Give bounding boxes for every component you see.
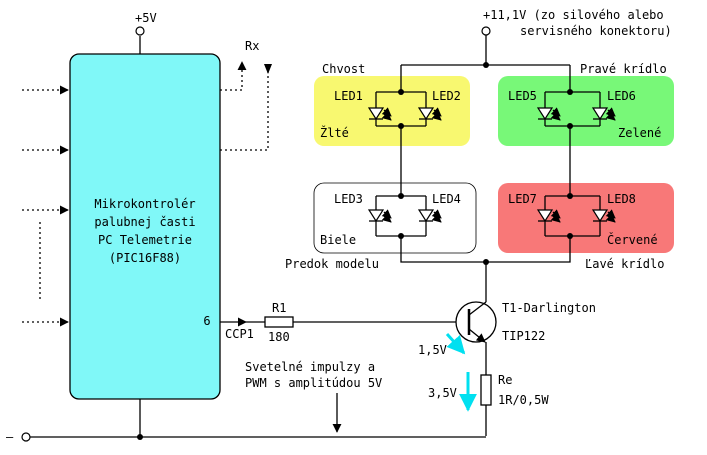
resistor-r1-name: R1 (272, 301, 286, 315)
supply-11v-terminal (481, 26, 491, 36)
mcu-label-2: palubnej časti (94, 215, 195, 229)
group-right-wing-title: Pravé krídlo (580, 62, 667, 76)
resistor-re (480, 374, 492, 406)
voltage-be-arrow (445, 332, 466, 355)
transistor-part: TIP122 (502, 329, 545, 343)
group-front-title: Predok modelu (285, 257, 379, 271)
supply-5v-terminal (135, 26, 145, 36)
mcu-label-4: (PIC16F88) (109, 251, 181, 265)
supply-11v-label-2: servisného konektoru) (520, 24, 672, 38)
mcu-label-1: Mikrokontrolér (94, 197, 195, 211)
resistor-re-name: Re (498, 373, 512, 387)
ground-label: – (6, 430, 14, 444)
led2-label: LED2 (432, 89, 461, 103)
resistor-r1-value: 180 (268, 330, 290, 344)
led6-label: LED6 (607, 89, 636, 103)
led8-label: LED8 (607, 192, 636, 206)
transistor-name: T1-Darlington (502, 301, 596, 315)
ground-terminal (21, 432, 31, 442)
supply-11v-label-1: +11,1V (zo silového alebo (483, 8, 664, 22)
group-right-wing (498, 76, 674, 146)
pulse-text-1: Svetelné impulzy a (245, 360, 375, 374)
group-left-wing-title: Ľavé krídlo (585, 257, 664, 271)
group-left-wing (498, 183, 674, 253)
group-tail (314, 76, 470, 146)
rx-label: Rx (245, 39, 259, 53)
led4-label: LED4 (432, 192, 461, 206)
led-pair-right-wing (536, 89, 616, 129)
group-tail-title: Chvost (322, 62, 365, 76)
group-front (313, 182, 477, 254)
mcu-pin-number: 6 (203, 314, 210, 328)
resistor-r1 (264, 316, 294, 328)
led7-label: LED7 (508, 192, 537, 206)
pulse-text-2: PWM s amplitúdou 5V (245, 376, 382, 390)
led-pair-left-wing (536, 193, 616, 239)
right-wing-color-label: Zelené (618, 126, 661, 140)
led5-label: LED5 (508, 89, 537, 103)
mcu-block (69, 53, 221, 400)
left-wing-color-label: Červené (607, 232, 658, 247)
voltage-re-label: 3,5V (428, 386, 457, 400)
transistor-t1 (455, 301, 497, 343)
front-color-label: Biele (320, 233, 356, 247)
ccp1-label: CCP1 (225, 327, 254, 341)
led3-label: LED3 (334, 192, 363, 206)
tail-color-label: Žlté (320, 125, 349, 140)
voltage-be-label: 1,5V (418, 343, 447, 357)
supply-5v-label: +5V (135, 11, 157, 25)
resistor-re-value: 1R/0,5W (498, 393, 549, 407)
led-pair-tail (367, 89, 442, 129)
led1-label: LED1 (334, 89, 363, 103)
mcu-label-3: PC Telemetrie (98, 233, 192, 247)
